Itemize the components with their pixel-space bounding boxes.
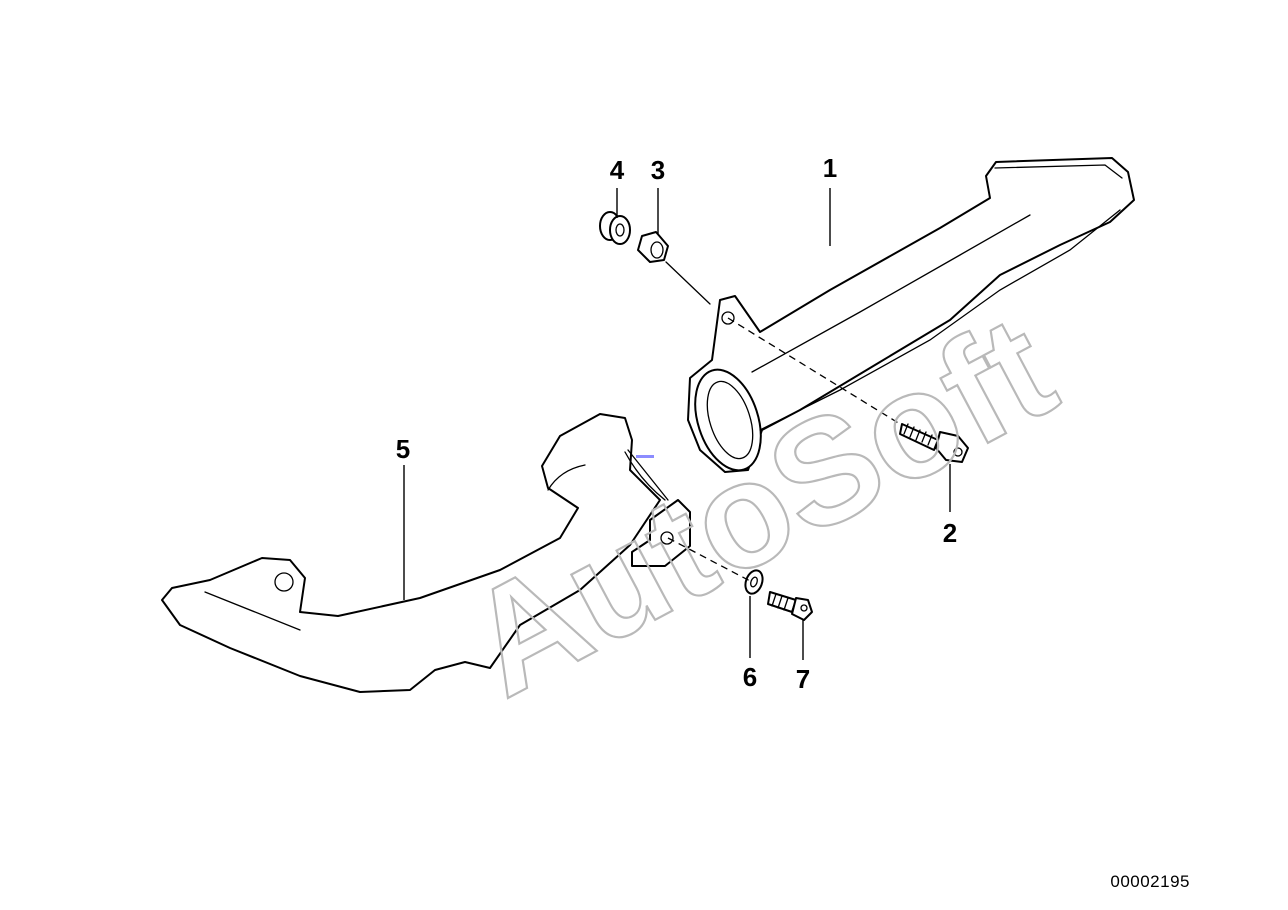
leader-lines xyxy=(403,188,951,660)
callout-3[interactable]: 3 xyxy=(650,155,666,185)
part-1-heat-shield-upper[interactable] xyxy=(683,157,1135,479)
assembly-axes xyxy=(627,261,901,583)
highlight-marker xyxy=(636,455,654,458)
part-3-sleeve[interactable] xyxy=(637,231,669,263)
part-5-heat-shield-lower[interactable] xyxy=(161,413,666,693)
part-6-washer[interactable] xyxy=(742,568,765,596)
diagram-number: 00002195 xyxy=(1110,872,1190,891)
part-7-screw[interactable] xyxy=(767,591,813,621)
callout-6[interactable]: 6 xyxy=(742,662,758,692)
callout-7[interactable]: 7 xyxy=(795,664,811,694)
part-4-grommet[interactable] xyxy=(599,211,631,245)
mounting-bracket xyxy=(631,499,691,567)
callout-5[interactable]: 5 xyxy=(395,434,411,464)
part-2-bolt[interactable] xyxy=(899,423,969,463)
callout-4[interactable]: 4 xyxy=(609,155,625,185)
callout-2[interactable]: 2 xyxy=(942,518,958,548)
callout-1[interactable]: 1 xyxy=(822,153,838,183)
